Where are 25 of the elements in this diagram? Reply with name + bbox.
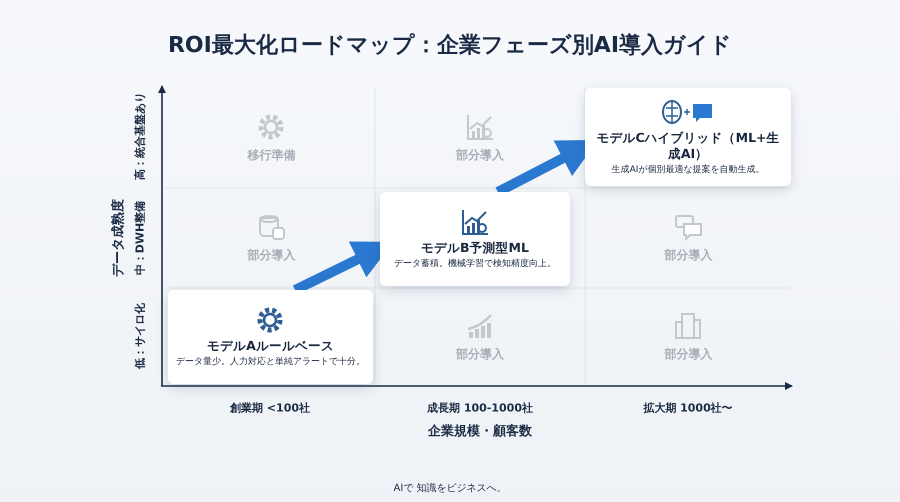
axis-tick-label: 拡大期 1000社〜 bbox=[643, 400, 733, 416]
model-card bbox=[168, 290, 373, 384]
model-card bbox=[380, 192, 570, 286]
cell-label: 部分導入 bbox=[456, 346, 504, 362]
axis-tick-label: 高：統合基盤あり bbox=[132, 92, 148, 180]
axis-tick-label: 創業期 <100社 bbox=[230, 400, 310, 416]
model-title: モデルB予測型ML bbox=[421, 240, 529, 256]
model-title: モデルCハイブリッド（ML+生成AI） bbox=[595, 130, 781, 162]
model-description: 生成AIが個別最適な提案を自動生成。 bbox=[612, 164, 764, 176]
model-description: データ量少。人力対応と単純アラートで十分。 bbox=[176, 356, 365, 368]
axis-tick-label: 中：DWH整備 bbox=[132, 200, 148, 276]
cell-label: 部分導入 bbox=[664, 246, 712, 264]
axis-tick-label: 成長期 100-1000社 bbox=[427, 400, 533, 416]
cell-label: 部分導入 bbox=[248, 246, 296, 264]
cell-label: 移行準備 bbox=[248, 146, 296, 164]
cell-label: 部分導入 bbox=[456, 146, 504, 164]
axis-title: データ成熟度 bbox=[110, 199, 127, 277]
model-title: モデルAルールベース bbox=[207, 338, 334, 354]
axis-tick-label: 低：サイロ化 bbox=[132, 303, 148, 369]
tagline: AIで 知識をビジネスへ。 bbox=[394, 482, 506, 495]
title: ROI最大化ロードマップ：企業フェーズ別AI導入ガイド bbox=[166, 32, 734, 60]
cell-label: 部分導入 bbox=[664, 346, 712, 362]
model-card bbox=[585, 88, 791, 186]
model-description: データ蓄積。機械学習で検知精度向上。 bbox=[394, 258, 556, 270]
axis-title: 企業規模・顧客数 bbox=[428, 422, 532, 440]
